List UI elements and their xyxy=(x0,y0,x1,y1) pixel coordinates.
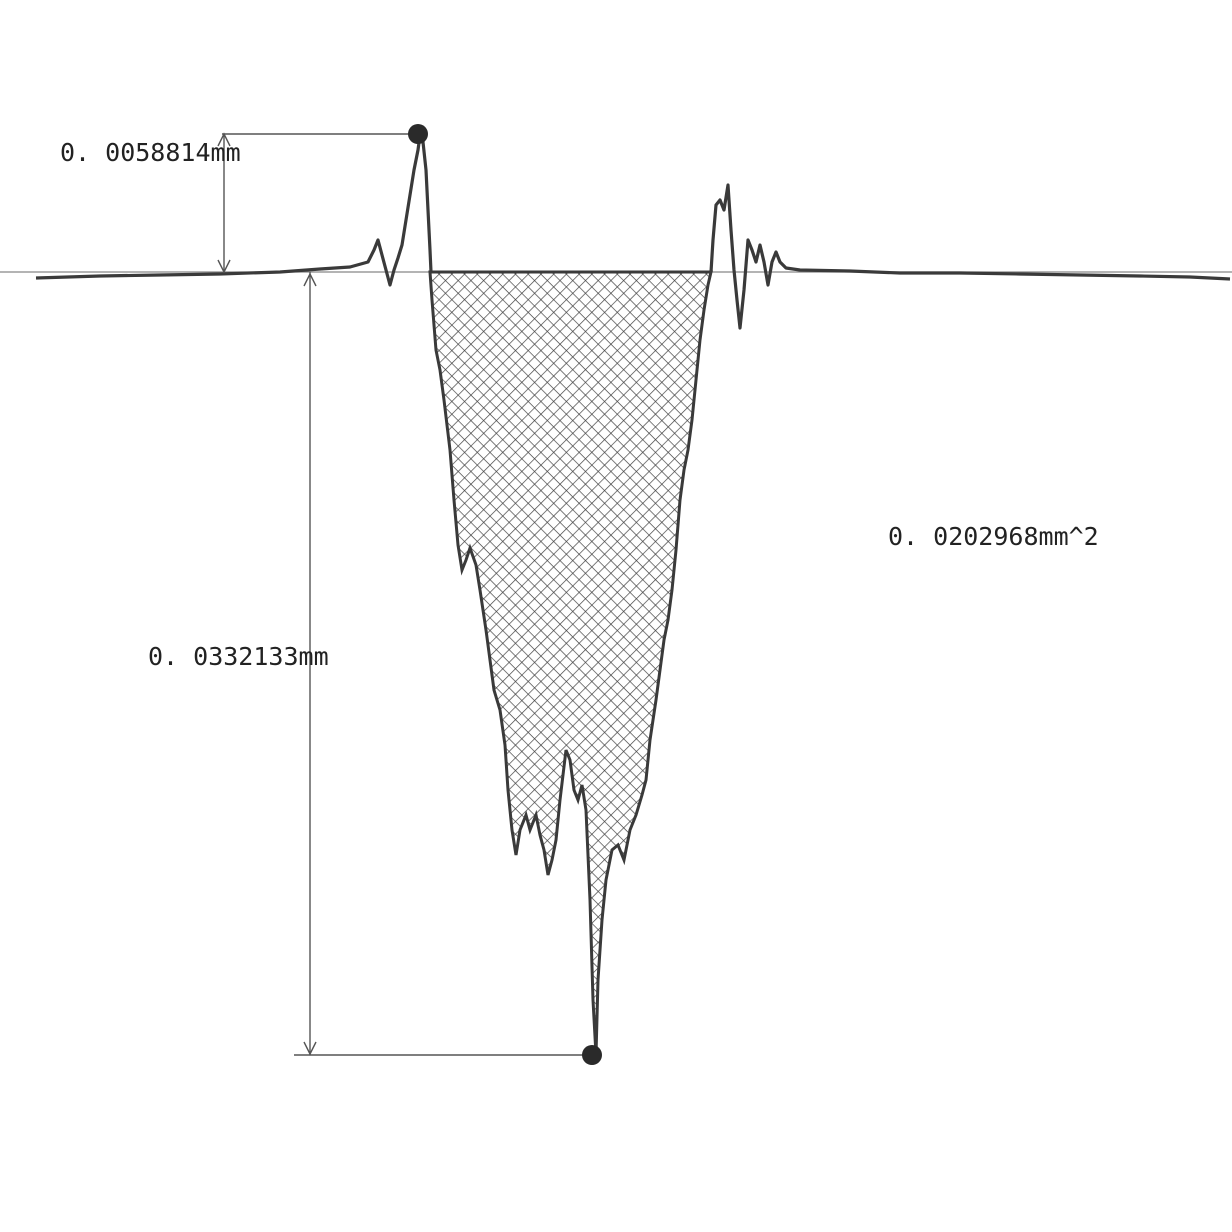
pit-bottom-marker xyxy=(582,1045,602,1065)
surface-profile-line-right xyxy=(709,183,1231,330)
pit-depth-label: 0. 0332133mm xyxy=(148,642,329,671)
peak-height-arrow-bottom xyxy=(217,259,231,274)
pit-area-label: 0. 0202968mm^2 xyxy=(888,522,1099,551)
peak-height-label: 0. 0058814mm xyxy=(60,138,241,167)
peak-height-arrow-top xyxy=(217,132,231,147)
peak-marker xyxy=(408,124,428,144)
pit-depth-arrow-top xyxy=(303,272,317,287)
pit-depth-arrow-bottom xyxy=(303,1041,317,1056)
pit-area-hatch xyxy=(428,270,713,1056)
